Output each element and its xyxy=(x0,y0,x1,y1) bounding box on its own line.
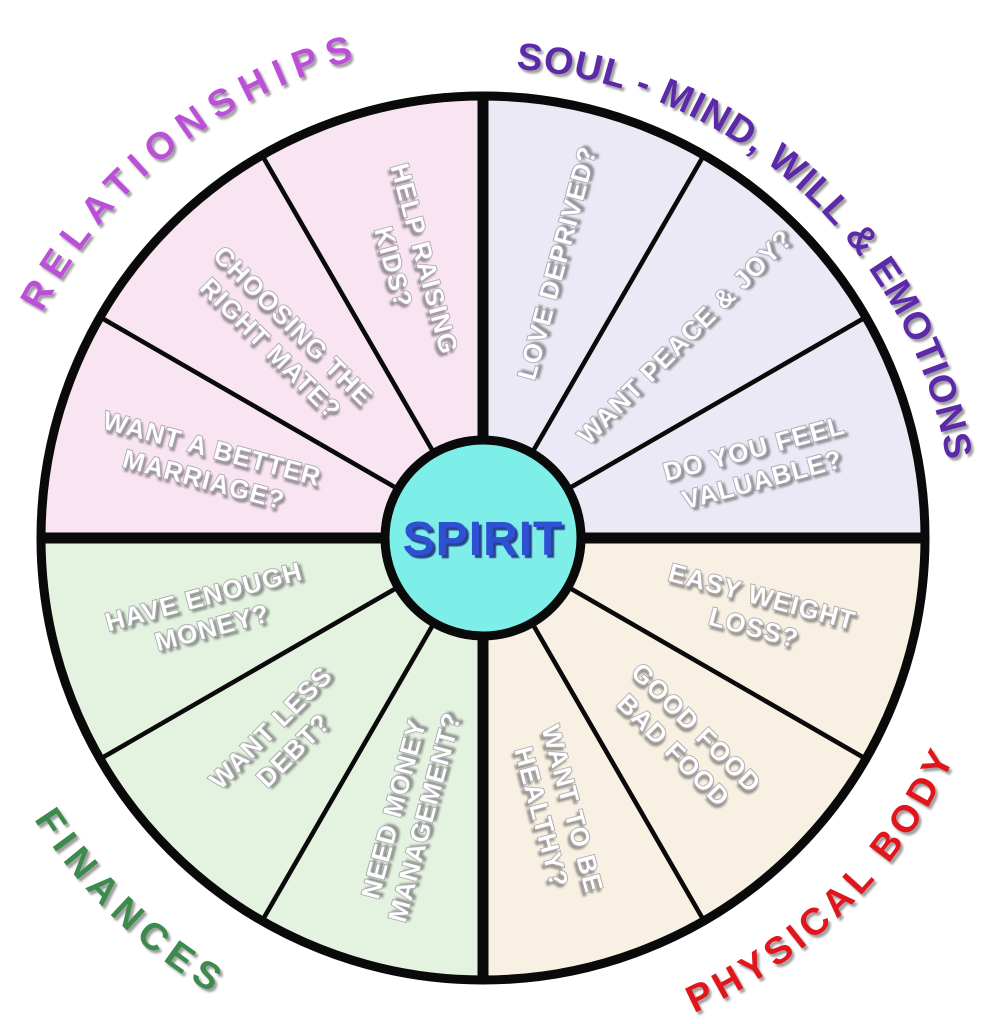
quadrant-finances xyxy=(38,535,486,983)
spirit-center-circle xyxy=(380,435,586,641)
wheel-outer-ring xyxy=(36,91,930,985)
quadrant-relationships xyxy=(38,93,486,541)
spirit-label: SPIRIT xyxy=(403,513,564,566)
